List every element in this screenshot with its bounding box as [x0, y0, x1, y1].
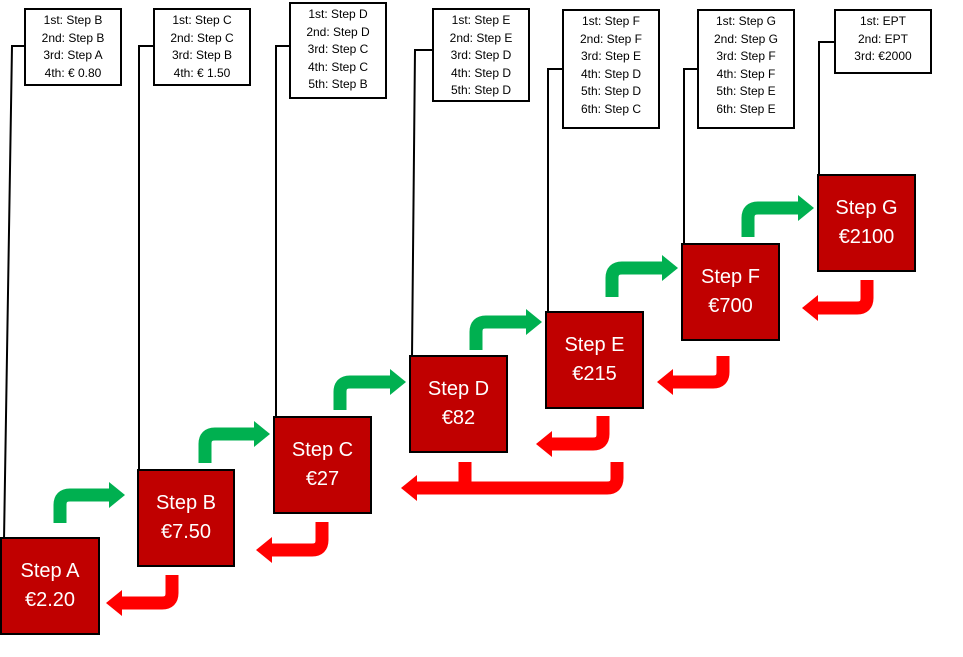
step-d-payout-box: 1st: Step E 2nd: Step E 3rd: Step D 4th:… [432, 8, 530, 102]
payout-line: 2nd: Step D [306, 24, 370, 39]
up-arrow-e-shaft [605, 261, 662, 297]
payout-line: 5th: Step E [716, 84, 776, 99]
step-e-payout-box: 1st: Step F 2nd: Step F 3rd: Step E 4th:… [562, 9, 660, 129]
payout-line: 3rd: Step C [307, 42, 369, 57]
connector-line-0 [3, 45, 26, 541]
payout-line: 1st: EPT [859, 14, 906, 28]
step-a-payout-box: 1st: Step B 2nd: Step B 3rd: Step A 4th:… [24, 8, 122, 86]
step-c-payout-box: 1st: Step D 2nd: Step D 3rd: Step C 4th:… [289, 2, 387, 99]
step-e-box: Step E €215 [545, 311, 644, 409]
down-arrow-f-head [657, 369, 673, 395]
step-g-payout-box: 1st: EPT 2nd: EPT 3rd: €2000 [834, 9, 932, 74]
step-a-price: €2.20 [24, 589, 76, 611]
step-g-box: Step G €2100 [817, 174, 916, 272]
payout-line: 4th: Step D [450, 65, 512, 80]
payout-line: 2nd: Step C [170, 30, 234, 45]
up-arrow-e-head [662, 255, 678, 281]
payout-line: 4th: € 1.50 [173, 65, 231, 80]
connector-line-2 [275, 45, 291, 418]
down-arrow-c-head [256, 537, 272, 563]
down-arrow-f-shaft [673, 356, 730, 389]
connector-line-4 [547, 68, 564, 313]
up-arrow-c-shaft [333, 375, 390, 410]
payout-line: 5th: Step D [580, 84, 642, 99]
payout-line: 2nd: Step B [41, 30, 105, 45]
payout-line: 6th: Step E [716, 101, 776, 116]
step-c-price: €27 [305, 468, 340, 490]
payout-line: 2nd: Step G [713, 31, 779, 46]
payout-line: 1st: Step B [43, 13, 103, 27]
step-d-price: €82 [441, 407, 476, 429]
up-arrow-f-shaft [741, 201, 798, 237]
step-f-price: €700 [708, 295, 753, 317]
down-arrow-b-shaft [122, 575, 179, 610]
down-arrow-g-head [802, 295, 818, 321]
step-c-box: Step C €27 [273, 416, 372, 514]
step-e-name: Step E [564, 334, 625, 356]
payout-line: 2nd: EPT [857, 31, 909, 46]
payout-line: 5th: Step D [450, 83, 512, 98]
payout-line: 1st: Step E [451, 13, 511, 27]
up-arrow-c-head [390, 369, 406, 395]
down-arrow-d-merge-head [401, 475, 417, 501]
step-e-price: €215 [572, 363, 617, 385]
step-d-name: Step D [427, 378, 490, 400]
payout-line: 1st: Step G [715, 14, 777, 28]
connector-line-3 [411, 49, 434, 358]
down-arrow-g-shaft [818, 280, 874, 315]
down-arrow-d-merge-shaft [417, 462, 624, 495]
payout-line: 5th: Step B [308, 77, 368, 92]
up-arrow-d-head [526, 309, 542, 335]
step-g-price: €2100 [838, 226, 895, 248]
payout-line: 4th: Step C [307, 59, 369, 74]
down-arrow-e-head [536, 431, 552, 457]
payout-line: 2nd: Step F [579, 31, 643, 46]
payout-line: 3rd: Step E [580, 49, 642, 64]
payout-line: 4th: Step D [580, 66, 642, 81]
down-arrow-e-shaft [552, 416, 610, 451]
payout-line: 4th: Step F [716, 66, 776, 81]
payout-line: 3rd: Step A [43, 48, 103, 63]
payout-line: 4th: € 0.80 [44, 65, 102, 80]
payout-line: 1st: Step D [308, 7, 368, 21]
up-arrow-f-head [798, 195, 814, 221]
step-f-name: Step F [701, 266, 760, 288]
up-arrow-a-shaft [53, 488, 109, 523]
up-arrow-b-shaft [198, 427, 254, 463]
connector-line-6 [818, 41, 836, 176]
up-arrow-d-shaft [469, 315, 526, 350]
up-arrow-a-head [109, 482, 125, 508]
step-a-box: Step A €2.20 [0, 537, 100, 635]
step-c-name: Step C [291, 439, 354, 461]
payout-line: 3rd: €2000 [854, 49, 912, 64]
step-a-name: Step A [20, 560, 80, 582]
connector-line-5 [683, 68, 699, 245]
step-g-name: Step G [835, 197, 898, 219]
step-f-payout-box: 1st: Step G 2nd: Step G 3rd: Step F 4th:… [697, 9, 795, 129]
up-arrow-b-head [254, 421, 270, 447]
step-b-name: Step B [155, 492, 217, 514]
step-f-box: Step F €700 [681, 243, 780, 341]
step-b-price: €7.50 [160, 521, 212, 543]
payout-line: 2nd: Step E [449, 30, 513, 45]
step-b-box: Step B €7.50 [137, 469, 235, 567]
connector-line-1 [138, 45, 155, 472]
payout-line: 3rd: Step D [450, 48, 512, 63]
payout-line: 3rd: Step F [716, 49, 776, 64]
payout-line: 3rd: Step B [171, 48, 233, 63]
payout-line: 1st: Step C [172, 13, 232, 27]
down-arrow-c-shaft [272, 522, 329, 557]
payout-line: 1st: Step F [581, 14, 641, 28]
step-d-box: Step D €82 [409, 355, 508, 453]
down-arrow-b-head [106, 590, 122, 616]
payout-line: 6th: Step C [580, 101, 642, 116]
step-b-payout-box: 1st: Step C 2nd: Step C 3rd: Step B 4th:… [153, 8, 251, 86]
